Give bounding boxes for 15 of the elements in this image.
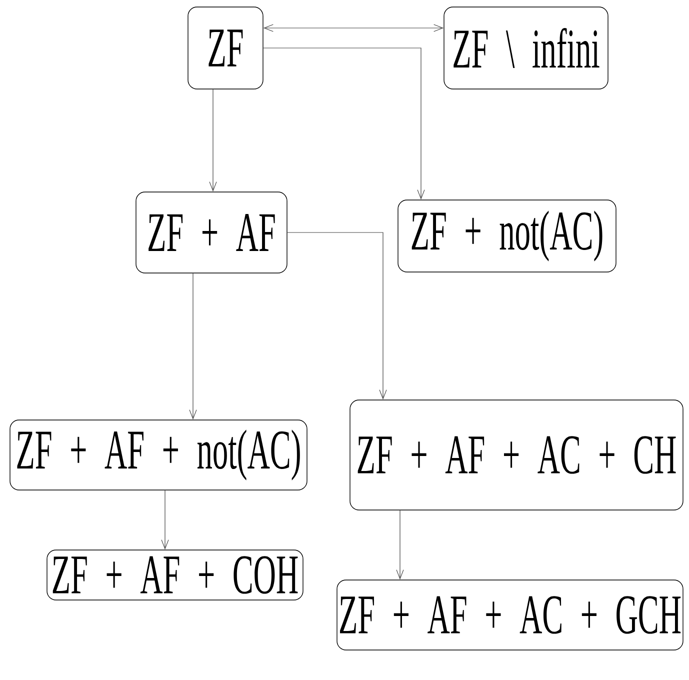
node-box: ZF [188, 6, 264, 90]
node-box: ZF + AF + AC + CH [350, 400, 684, 510]
node-box: ZF + not(AC) [398, 200, 616, 272]
arrow [209, 89, 217, 192]
node-box: ZF \ infini [444, 6, 608, 90]
node-box: ZF + AF [136, 192, 288, 274]
arrow [263, 48, 425, 200]
node-box: ZF + AF + COH [46, 550, 304, 600]
arrow [396, 510, 404, 580]
node-box: ZF + AF + AC + GCH [336, 580, 684, 650]
node-box: ZF + AF + not(AC) [10, 420, 308, 490]
arrow [161, 490, 169, 550]
arrow [189, 273, 197, 420]
arrow [263, 24, 444, 32]
arrow [287, 232, 387, 400]
